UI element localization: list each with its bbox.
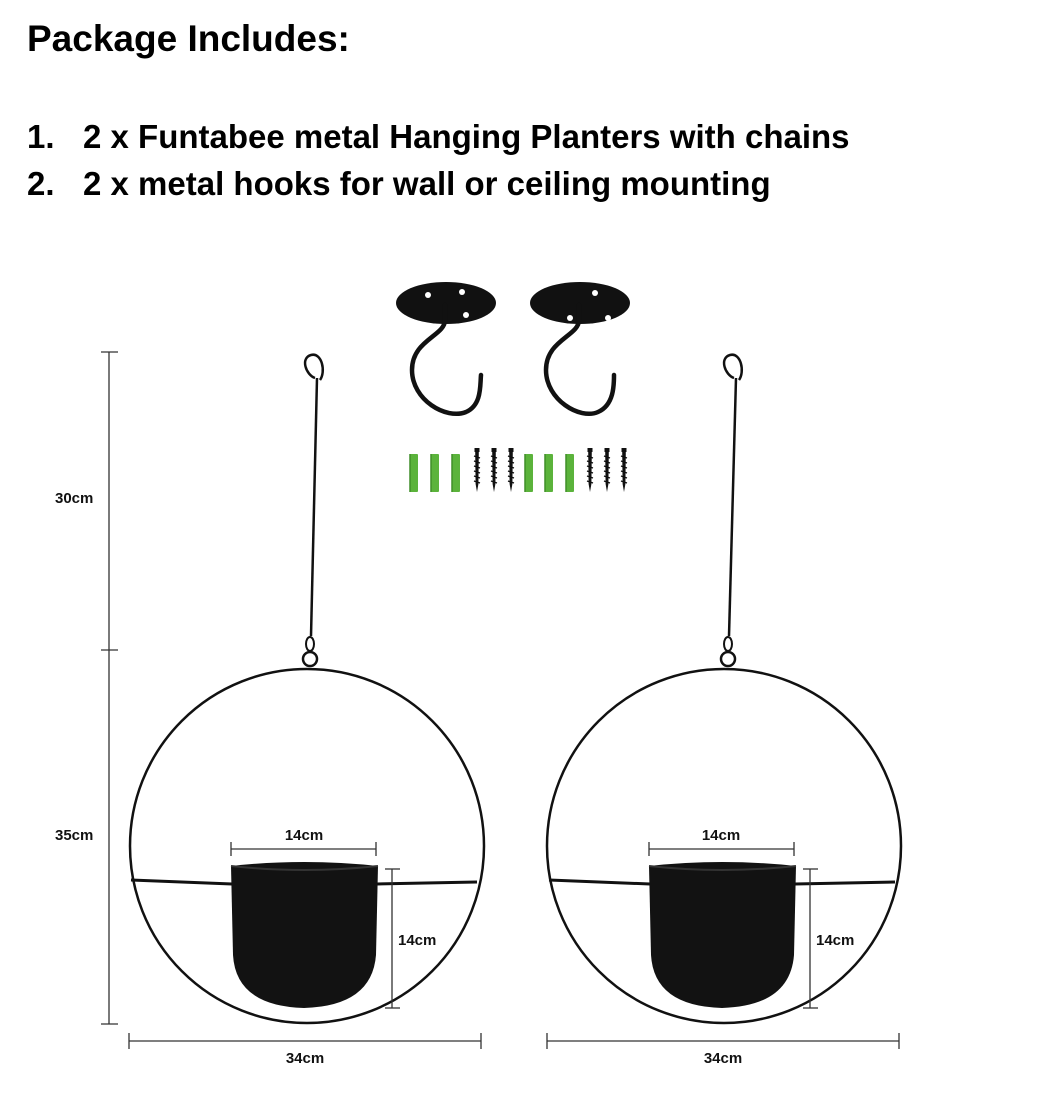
list-item: 2. 2 x metal hooks for wall or ceiling mo… xyxy=(27,164,850,211)
ceiling-hook-left xyxy=(396,282,496,416)
dimension-label-width-left: 34cm xyxy=(286,1050,324,1067)
page-title: Package Includes: xyxy=(27,18,350,59)
dimension-label-ring-height: 35cm xyxy=(55,827,93,844)
list-item: 1. 2 x Funtabee metal Hanging Planters wi… xyxy=(27,117,850,164)
dimension-label-pot-width-right: 14cm xyxy=(702,827,740,844)
ceiling-hook-right xyxy=(530,282,630,416)
package-contents-list: 1. 2 x Funtabee metal Hanging Planters wi… xyxy=(27,117,850,211)
list-item-number: 2. xyxy=(27,165,55,202)
dimension-label-pot-height-left: 14cm xyxy=(398,932,436,949)
dimension-label-pot-height-right: 14cm xyxy=(816,932,854,949)
dimension-label-hanger-height: 30cm xyxy=(55,490,93,507)
hanging-planter-right xyxy=(545,353,903,1025)
hanging-planter-left xyxy=(128,353,486,1025)
dimension-lines xyxy=(101,351,900,1049)
mounting-hardware xyxy=(409,447,628,493)
dimension-label-width-right: 34cm xyxy=(704,1050,742,1067)
list-item-number: 1. xyxy=(27,118,55,155)
dimension-label-pot-width-left: 14cm xyxy=(285,827,323,844)
list-item-text: 2 x Funtabee metal Hanging Planters with… xyxy=(83,118,850,155)
list-item-text: 2 x metal hooks for wall or ceiling moun… xyxy=(83,165,771,202)
